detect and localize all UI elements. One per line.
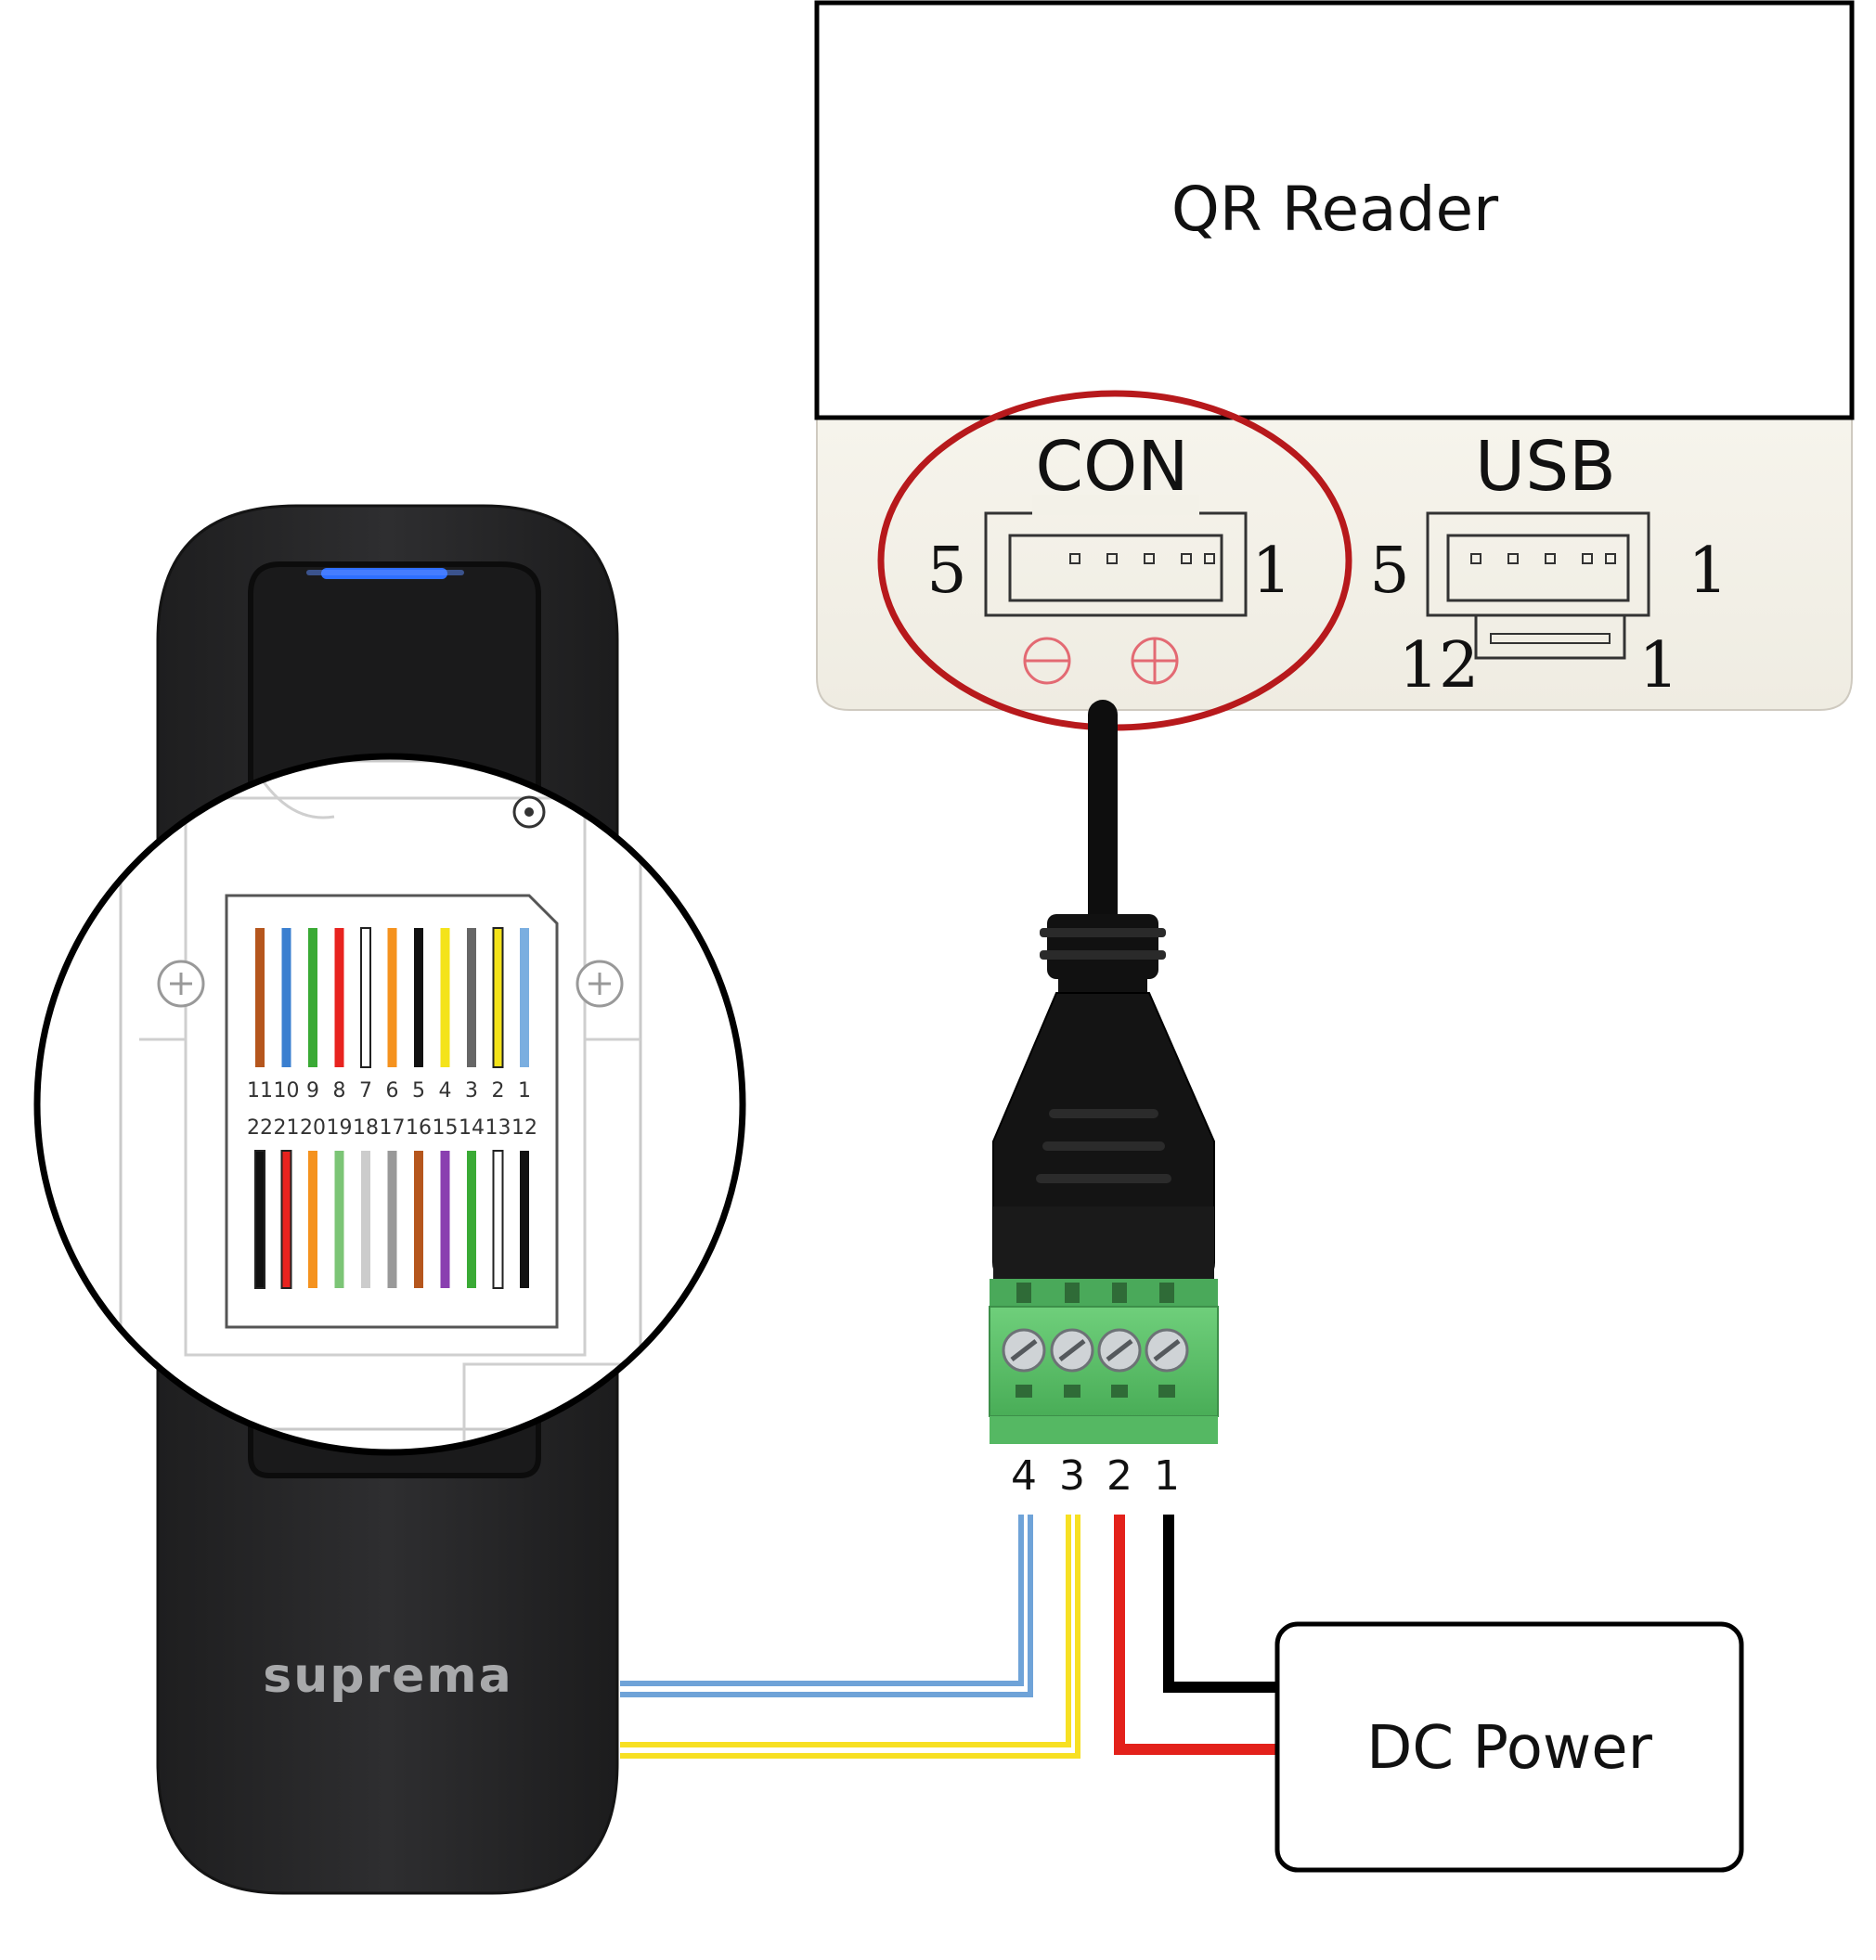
pin-number-10: 10: [274, 1079, 300, 1102]
wire-bottom-3: [334, 1151, 344, 1288]
usb-sub-pin-12-label: 12: [1399, 629, 1480, 703]
wire-bottom-5: [387, 1151, 397, 1288]
pin-number-22: 22: [247, 1116, 273, 1140]
wire-bottom-6: [414, 1151, 423, 1288]
pin-number-19: 19: [327, 1116, 353, 1140]
pin-number-16: 16: [406, 1116, 432, 1140]
usb-pin-1-label: 1: [1688, 535, 1727, 608]
wire-top-2: [308, 928, 317, 1067]
usb-connector: [1426, 511, 1650, 660]
magnifier-outline: [33, 753, 746, 1456]
wire-top-7: [440, 928, 450, 1067]
usb-sub-pin-1-label: 1: [1638, 629, 1678, 703]
terminal-pin-1-label: 1: [1154, 1452, 1180, 1500]
qr-reader-box: [814, 0, 1855, 420]
wire-bottom-8: [467, 1151, 476, 1288]
pin-number-12: 12: [511, 1116, 537, 1140]
pin-number-1: 1: [518, 1079, 531, 1102]
con-label: CON: [1035, 427, 1188, 507]
wire-bottom-2: [308, 1151, 317, 1288]
dc-power-label: DC Power: [1366, 1714, 1653, 1783]
pin-number-13: 13: [485, 1116, 511, 1140]
wire-top-6: [414, 928, 423, 1067]
wire-top-5: [387, 928, 397, 1067]
pin-number-6: 6: [386, 1079, 399, 1102]
terminal-screw-4: [1002, 1328, 1046, 1398]
usb-pin-5-label: 5: [1369, 535, 1409, 608]
wire-pin3-yellow: [620, 1515, 1080, 1759]
wire-color-row-bottom: [254, 1150, 529, 1289]
pin-number-20: 20: [300, 1116, 326, 1140]
wire-bottom-9: [492, 1150, 504, 1289]
wire-bottom-0: [254, 1150, 265, 1289]
usb-label: USB: [1475, 427, 1616, 507]
qr-reader-title: QR Reader: [1171, 174, 1499, 245]
wire-pin2-red: [1114, 1515, 1277, 1755]
pin-number-7: 7: [359, 1079, 372, 1102]
qr-reader-pcb: [816, 417, 1853, 711]
wire-color-row-top: [255, 927, 529, 1068]
plus-circle-icon: [1131, 637, 1179, 685]
terminal-screw-3: [1050, 1328, 1094, 1398]
wiring: [620, 1515, 1277, 1759]
pin-number-18: 18: [353, 1116, 379, 1140]
wire-top-8: [467, 928, 476, 1067]
wire-top-1: [281, 928, 291, 1067]
dc-power-box: DC Power: [1274, 1621, 1744, 1873]
wire-bottom-1: [280, 1150, 292, 1289]
pin-number-21: 21: [274, 1116, 300, 1140]
terminal-pin-3-label: 3: [1059, 1452, 1085, 1500]
wire-pin1-black: [1163, 1515, 1277, 1693]
wire-bottom-10: [520, 1151, 529, 1288]
minus-circle-icon: [1023, 637, 1071, 685]
con-pin-5-label: 5: [926, 535, 966, 608]
pin-number-15: 15: [433, 1116, 459, 1140]
wire-top-4: [360, 927, 371, 1068]
wire-bottom-7: [440, 1151, 450, 1288]
pin-number-3: 3: [465, 1079, 478, 1102]
pin-number-9: 9: [306, 1079, 319, 1102]
wire-top-9: [492, 927, 504, 1068]
wire-top-10: [520, 928, 529, 1067]
wire-pin4-blue: [620, 1515, 1033, 1697]
pin-number-4: 4: [439, 1079, 452, 1102]
terminal-pin-4-label: 4: [1011, 1452, 1037, 1500]
pin-number-14: 14: [459, 1116, 485, 1140]
terminal-screw-2: [1097, 1328, 1142, 1398]
terminal-block: [989, 1279, 1219, 1444]
pin-number-8: 8: [333, 1079, 346, 1102]
reader-brand-logo: suprema: [263, 1648, 512, 1704]
con-pin-1-label: 1: [1251, 535, 1291, 608]
con-cable: [992, 700, 1215, 1280]
pin-number-17: 17: [380, 1116, 406, 1140]
pin-number-11: 11: [247, 1079, 273, 1102]
wire-top-0: [255, 928, 265, 1067]
wire-top-3: [334, 928, 344, 1067]
terminal-pin-2-label: 2: [1106, 1452, 1132, 1500]
terminal-screw-1: [1145, 1328, 1189, 1398]
qr-reader: QR Reader CON USB 5 1: [814, 0, 1855, 731]
pin-number-5: 5: [412, 1079, 425, 1102]
wire-bottom-4: [361, 1151, 370, 1288]
con-connector: [984, 495, 1248, 617]
pin-number-2: 2: [492, 1079, 505, 1102]
